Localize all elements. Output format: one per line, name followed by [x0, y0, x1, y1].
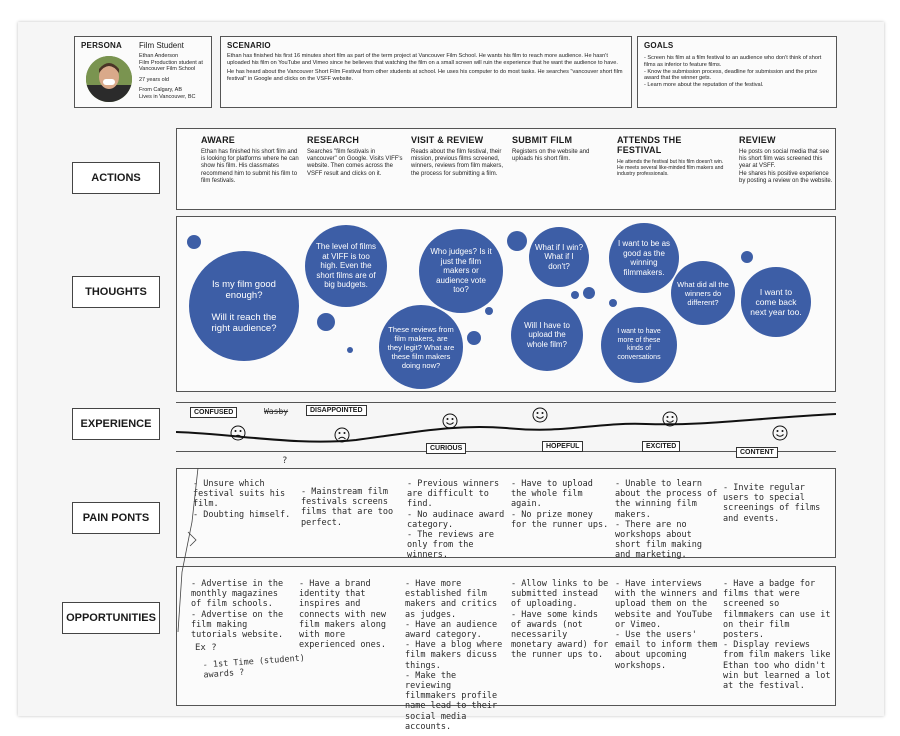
- thought-bubble: Is my film good enough? Will it reach th…: [189, 251, 299, 361]
- action-visit-review: VISIT & REVIEW Reads about the film fest…: [411, 135, 509, 178]
- action-title: AWARE: [201, 135, 236, 145]
- action-text: He posts on social media that see his sh…: [739, 149, 833, 184]
- thought-bubble: What if I win? What if I don't?: [529, 227, 589, 287]
- action-text: Ethan has finished his short film and is…: [201, 149, 299, 184]
- action-title: ATTENDS THE FESTIVAL: [617, 135, 682, 155]
- smile-face-icon: [442, 413, 458, 434]
- scenario-text-2: He has heard about the Vancouver Short F…: [227, 69, 623, 82]
- handwritten-note: - 1st Time (student) awards ?: [202, 653, 306, 681]
- row-label-thoughts: THOUGHTS: [72, 276, 160, 308]
- smile-face-icon: [662, 411, 678, 432]
- emotion-label: DISAPPOINTED: [306, 405, 367, 416]
- row-label-experience: EXPERIENCE: [72, 408, 160, 440]
- decor-dot: [187, 235, 201, 249]
- handwritten-scribble: Wasby: [264, 407, 289, 416]
- persona-card: PERSONA Film Student Ethan Anderson Film…: [74, 36, 212, 108]
- persona-name: Ethan Anderson: [139, 53, 179, 59]
- pain-point: - Have to upload the whole film again. -…: [511, 479, 609, 530]
- opportunity: - Allow links to be submitted instead of…: [511, 579, 609, 661]
- scenario-card: SCENARIO Ethan has finished his first 16…: [220, 36, 632, 108]
- pain-point: - Unsure which festival suits his film. …: [193, 479, 291, 520]
- emotion-label: CONFUSED: [190, 407, 238, 418]
- experience-curve: [176, 413, 836, 443]
- thought-bubble: I want to come back next year too.: [741, 267, 811, 337]
- handwritten-arrow: [177, 467, 199, 633]
- opportunity: - Have interviews with the winners and u…: [615, 579, 718, 671]
- decor-dot: [741, 251, 753, 263]
- opportunities-panel: - Advertise in the monthly magazines of …: [176, 566, 836, 732]
- opportunity: - Have more established film makers and …: [405, 579, 503, 732]
- decor-dot: [507, 231, 527, 251]
- pain-point: - Mainstream film festivals screens film…: [301, 487, 394, 528]
- persona-from: From Calgary, AB: [139, 87, 182, 93]
- emotion-label: CONTENT: [736, 447, 778, 458]
- emotion-label: EXCITED: [642, 441, 681, 452]
- pain-point: - Invite regular users to special screen…: [723, 483, 821, 524]
- smile-face-icon: [772, 425, 788, 446]
- decor-dot: [485, 307, 493, 315]
- row-label-pain-points: PAIN PONTS: [72, 502, 160, 534]
- decor-dot: [467, 331, 481, 345]
- thought-bubble: Will I have to upload the whole film?: [511, 299, 583, 371]
- experience-panel: CONFUSED DISAPPOINTED CURIOUS HOPEFUL EX…: [176, 402, 836, 458]
- goals-card: GOALS - Screen his film at a film festiv…: [637, 36, 837, 108]
- actions-panel: AWARE Ethan has finished his short film …: [176, 128, 836, 210]
- smile-face-icon: [532, 407, 548, 428]
- sad-face-icon: [230, 425, 246, 446]
- persona-age: 27 years old: [139, 76, 169, 83]
- pain-points-panel: - Unsure which festival suits his film. …: [176, 468, 836, 561]
- action-title: REVIEW: [739, 135, 776, 145]
- decor-dot: [317, 313, 335, 331]
- action-text: Registers on the website and uploads his…: [512, 149, 590, 163]
- decor-dot: [583, 287, 595, 299]
- row-label-actions: ACTIONS: [72, 162, 160, 194]
- action-text: Reads about the film festival, their mis…: [411, 149, 504, 177]
- thought-bubble: The level of films at VIFF is too high. …: [305, 225, 387, 307]
- thought-bubble: I want to be as good as the winning film…: [609, 223, 679, 293]
- thought-bubble: What did all the winners do different?: [671, 261, 735, 325]
- thought-bubble: These reviews from film makers, are they…: [379, 305, 463, 389]
- opportunity: - Have a badge for films that were scree…: [723, 579, 831, 692]
- action-title: SUBMIT FILM: [512, 135, 573, 145]
- action-review: REVIEW He posts on social media that see…: [739, 135, 833, 185]
- pain-point: - Unable to learn about the process of t…: [615, 479, 718, 561]
- journey-map-sheet: PERSONA Film Student Ethan Anderson Film…: [18, 22, 884, 732]
- row-label-opportunities: OPPORTUNITIES: [62, 602, 160, 634]
- scenario-text-1: Ethan has finished his first 16 minutes …: [227, 53, 618, 66]
- goals-label: GOALS: [644, 41, 674, 50]
- action-title: VISIT & REVIEW: [411, 135, 484, 145]
- emotion-label: HOPEFUL: [542, 441, 584, 452]
- persona-lives: Lives in Vancouver, BC: [139, 93, 196, 100]
- sad-face-icon: [334, 427, 350, 448]
- persona-occupation: Film Production student at Vancouver Fil…: [139, 59, 203, 73]
- persona-label: PERSONA: [81, 41, 122, 50]
- pain-point: - Previous winners are difficult to find…: [407, 479, 505, 561]
- decor-dot: [347, 347, 353, 353]
- thoughts-panel: Is my film good enough? Will it reach th…: [176, 216, 836, 392]
- action-attends-festival: ATTENDS THE FESTIVAL He attends the fest…: [617, 135, 727, 178]
- action-research: RESEARCH Searches "film festivals in van…: [307, 135, 405, 178]
- handwritten-question: ?: [282, 456, 288, 466]
- emotion-label: CURIOUS: [426, 443, 467, 454]
- thought-bubble: I want to have more of these kinds of co…: [601, 307, 677, 383]
- goals-text: - Screen his film at a film festival to …: [644, 55, 822, 89]
- action-text: Searches "film festivals in vancouver" o…: [307, 149, 403, 177]
- decor-dot: [571, 291, 579, 299]
- action-title: RESEARCH: [307, 135, 360, 145]
- opportunity: - Advertise in the monthly magazines of …: [191, 579, 284, 641]
- action-aware: AWARE Ethan has finished his short film …: [201, 135, 299, 185]
- action-submit-film: SUBMIT FILM Registers on the website and…: [512, 135, 610, 163]
- opportunity: - Have a brand identity that inspires an…: [299, 579, 386, 651]
- action-text: He attends the festival but his film doe…: [617, 159, 724, 178]
- persona-role: Film Student: [139, 41, 184, 50]
- scenario-label: SCENARIO: [227, 41, 271, 50]
- handwritten-note: Ex ?: [195, 643, 217, 653]
- decor-dot: [609, 299, 617, 307]
- avatar: [85, 55, 133, 103]
- thought-bubble: Who judges? Is it just the film makers o…: [419, 229, 503, 313]
